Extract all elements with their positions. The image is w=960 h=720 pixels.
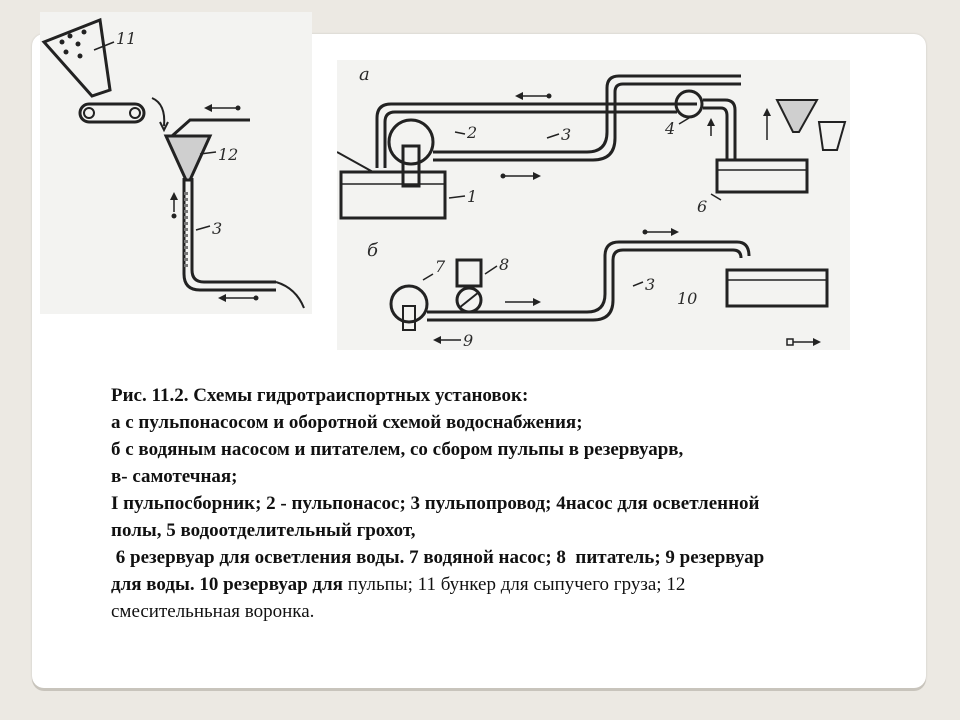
label-6: 6	[697, 197, 707, 216]
label-part-a: а	[359, 64, 370, 85]
feeder-belt	[78, 102, 146, 124]
label-3-a: 3	[561, 125, 571, 144]
label-12: 12	[218, 145, 238, 164]
label-11: 11	[116, 29, 136, 48]
mixing-funnel-12	[163, 134, 213, 182]
caption-legend-line-5: смесительньная воронка.	[111, 601, 315, 622]
caption-legend-line-2: полы, 5 водоотделительный грохот,	[111, 520, 416, 541]
caption-item-v: в- самотечная;	[111, 466, 238, 487]
label-10: 10	[677, 289, 697, 308]
feeder-8	[455, 258, 483, 288]
caption-title: Рис. 11.2. Схемы гидротраиспортных устан…	[111, 385, 529, 406]
label-1: 1	[467, 187, 477, 206]
label-9: 9	[463, 331, 473, 350]
figure-pump-schemes: а 1 2 3 4 6	[337, 60, 850, 350]
caption-legend-line-3: 6 резервуар для осветления воды. 7 водян…	[111, 547, 765, 568]
caption-legend-line-1: I пульпосборник; 2 - пульпонасос; 3 пуль…	[111, 493, 760, 514]
caption-item-a: а с пульпонасосом и оборотной схемой вод…	[111, 412, 583, 433]
caption-legend-line-4: для воды. 10 резервуар для пульпы; 11 бу…	[111, 571, 941, 598]
label-part-b: б	[367, 240, 379, 261]
pulp-sump-1	[339, 170, 447, 220]
pulp-pump-2	[387, 118, 435, 166]
caption-legend-line-4-bold: для воды. 10 резервуар для	[111, 574, 343, 595]
pulp-pipe-3-a	[433, 74, 741, 154]
caption-item-b: б с водяным насосом и питателем, со сбор…	[111, 439, 684, 460]
figure-gravity-scheme: 11 12 3	[40, 12, 312, 314]
hopper-11	[41, 17, 112, 98]
water-pump-7	[389, 284, 429, 324]
label-8: 8	[499, 255, 509, 274]
water-pump-4	[674, 89, 704, 119]
caption-legend-line-4-normal: пульпы; 11 бункер для сыпучего груза; 12	[342, 574, 686, 595]
label-3-gravity: 3	[212, 219, 222, 238]
label-2: 2	[466, 123, 477, 142]
pulp-tank-10	[725, 268, 829, 308]
figure-caption: Рис. 11.2. Схемы гидротраиспортных устан…	[111, 382, 941, 625]
label-4: 4	[664, 119, 675, 138]
pulp-pipe-3-b	[427, 240, 751, 314]
pulp-pipe-3	[182, 178, 276, 292]
label-7: 7	[435, 257, 446, 276]
label-3-b: 3	[645, 275, 655, 294]
clarifier-tank-6	[715, 158, 809, 194]
